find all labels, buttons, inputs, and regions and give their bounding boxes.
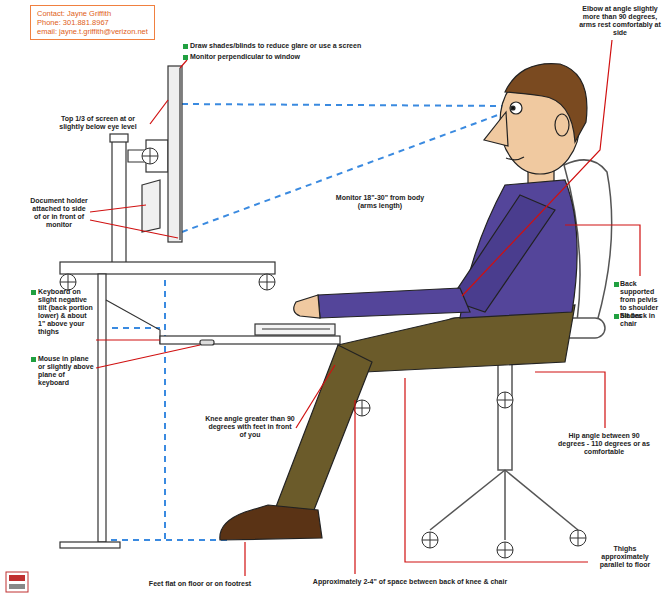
callout-text: Hip angle between 90 degrees - 110 degre… (558, 432, 650, 456)
sight-lines-part (182, 104, 506, 106)
callout-text: Sit back in chair (620, 312, 664, 328)
callout-text: Monitor 18"-30" from body (arms length) (330, 194, 430, 210)
leader-lines-part (405, 378, 588, 562)
desk-part (255, 324, 335, 335)
leader-lines-part (90, 220, 178, 238)
desk-part (142, 180, 160, 232)
office-chair-part (570, 530, 586, 546)
seated-person-part (506, 157, 524, 160)
green-bullets-part (31, 357, 36, 362)
callout-text: Mouse in plane or slightly above plane o… (38, 355, 94, 387)
seated-person (220, 64, 587, 540)
callout-text: Document holder attached to side of or i… (30, 197, 88, 229)
sight-lines-part (112, 327, 160, 329)
seated-person-part (220, 505, 322, 540)
office-chair-part (497, 542, 513, 558)
green-bullets-part (614, 314, 619, 319)
seated-person-part (505, 64, 587, 142)
green-bullets-part (183, 44, 188, 49)
desk-part (160, 336, 340, 344)
office-chair-part (422, 532, 438, 548)
seated-person-part (510, 102, 522, 114)
leader-lines-part (244, 542, 245, 576)
desk-part (179, 68, 180, 240)
callout-text: Knee angle greater than 90 degrees with … (205, 415, 295, 439)
leader-lines-part (296, 365, 335, 428)
leader-lines-part (90, 205, 146, 212)
pivot-symbols-part (142, 148, 158, 164)
contact-text: email: jayne.t.griffith@verizon.net (37, 27, 148, 36)
callout-text: Keyboard on slight negative tilt (back p… (38, 288, 94, 336)
leader-lines-part (462, 40, 612, 296)
pivot-symbols-part (259, 274, 275, 290)
contact-box: Contact: Jayne GriffithPhone: 301.881.89… (30, 5, 155, 40)
callout-text: Top 1/3 of screen at or slightly below e… (48, 115, 148, 131)
callout-text: Thighs approximately parallel to floor (592, 545, 658, 569)
sight-lines-part (100, 539, 232, 541)
leader-lines-part (96, 339, 160, 340)
sight-lines-part (164, 280, 166, 540)
office-chair-part (497, 392, 513, 408)
leader-lines-part (180, 60, 187, 68)
seated-person-part (484, 112, 508, 146)
green-bullets-part (183, 55, 188, 60)
leader-lines-part (565, 225, 640, 276)
logo-part (6, 572, 28, 592)
desk-part (111, 140, 112, 262)
seated-person-part (555, 114, 569, 136)
green-bullets-part (31, 290, 36, 295)
contact-text: Contact: Jayne Griffith (37, 9, 148, 18)
leader-lines-part (535, 372, 605, 428)
desk-part (60, 542, 120, 548)
leader-lines-part (150, 100, 168, 124)
desk-part (98, 274, 106, 542)
callout-text: Approximately 2-4" of space between back… (290, 578, 530, 586)
green-bullets (31, 44, 619, 362)
green-bullets-part (614, 282, 619, 287)
callout-text: Feet flat on floor or on footrest (130, 580, 270, 588)
logo-part (9, 575, 25, 581)
office-chair-part (505, 470, 578, 530)
logo (6, 572, 28, 592)
office-chair-part (430, 470, 505, 530)
office-chair-part (504, 470, 506, 540)
seated-person-part (294, 295, 320, 318)
callout-text: Elbow at angle slightly more than 90 deg… (578, 5, 662, 37)
leader-lines (90, 40, 640, 576)
logo-part (9, 584, 25, 589)
leader-lines-part (354, 400, 355, 574)
seated-person-part (511, 106, 515, 110)
pivot-symbols (60, 148, 370, 416)
desk-part (110, 134, 128, 142)
desk-part (125, 140, 126, 262)
seated-person-part (318, 288, 470, 318)
desk-part (200, 340, 214, 345)
callout-text: Draw shades/blinds to reduce glare or us… (190, 42, 410, 50)
desk-part (60, 262, 275, 274)
pivot-symbols-part (60, 274, 76, 290)
callout-text: Monitor perpendicular to window (190, 53, 410, 61)
desk-part (168, 66, 182, 242)
leader-lines-part (96, 345, 200, 368)
contact-text: Phone: 301.881.8967 (37, 18, 148, 27)
sight-lines-part (182, 112, 506, 232)
desk-part (106, 300, 160, 344)
desk-part (262, 328, 330, 329)
